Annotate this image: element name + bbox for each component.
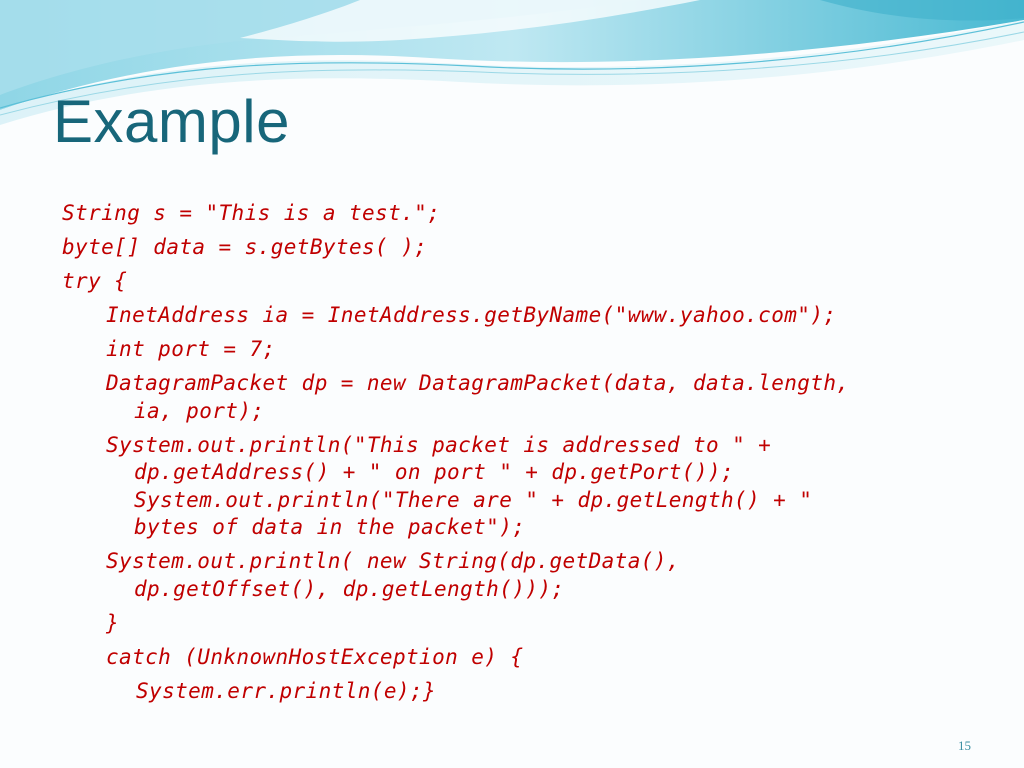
- code-line: InetAddress ia = InetAddress.getByName("…: [106, 303, 837, 327]
- code-line: catch (UnknownHostException e) {: [106, 644, 524, 669]
- code-line: ia, port);: [134, 398, 265, 423]
- slide-number: 15: [958, 738, 971, 753]
- code-line: }: [106, 610, 120, 635]
- code-line: System.out.println( new String(dp.getDat…: [106, 549, 680, 573]
- code-line: System.err.println(e);}: [136, 678, 436, 703]
- code-block: String s = "This is a test."; byte[] dat…: [62, 200, 962, 705]
- code-line: dp.getAddress() + " on port " + dp.getPo…: [134, 460, 734, 484]
- slide-title: Example: [53, 88, 290, 155]
- code-line: bytes of data in the packet");: [134, 515, 526, 539]
- code-line: String s = "This is a test.";: [62, 201, 441, 225]
- code-line: DatagramPacket dp = new DatagramPacket(d…: [106, 371, 850, 395]
- code-line: System.out.println("There are " + dp.get…: [134, 487, 813, 512]
- header-wave-decoration: [0, 0, 1024, 125]
- code-line: try {: [62, 269, 128, 293]
- code-line: System.out.println("This packet is addre…: [106, 432, 772, 457]
- code-line: byte[] data = s.getBytes( );: [62, 235, 428, 259]
- code-line: dp.getOffset(), dp.getLength()));: [134, 576, 565, 601]
- code-line: int port = 7;: [106, 337, 276, 361]
